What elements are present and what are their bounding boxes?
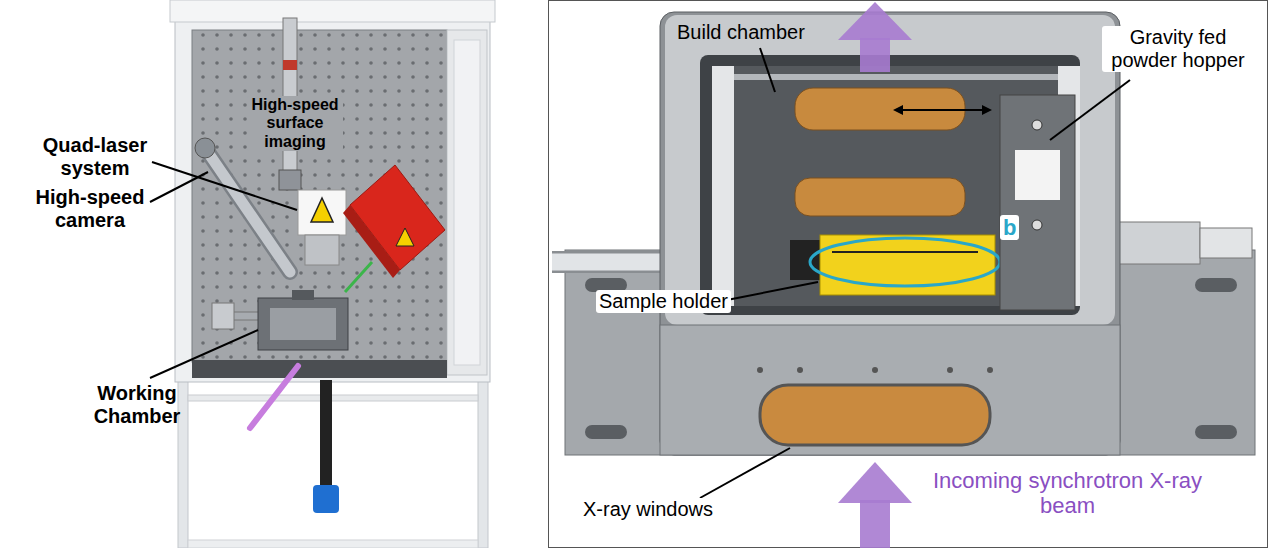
bottom-camera <box>313 380 339 513</box>
sample-holder <box>790 240 820 280</box>
callout-label: Working Chamber <box>72 382 202 428</box>
callout-label: Sample holder <box>596 290 731 313</box>
build-chamber-body <box>660 325 1120 455</box>
cabinet <box>447 30 487 375</box>
base-plate <box>585 425 627 439</box>
build-chamber-body <box>665 15 1115 325</box>
laser-head <box>345 262 372 292</box>
travel-arrow <box>893 105 992 115</box>
synchrotron-beam-arrow <box>860 500 890 548</box>
powder-hopper <box>1015 150 1060 200</box>
leader-line <box>727 282 818 300</box>
cabinet <box>170 0 495 22</box>
high-speed-camera <box>205 148 290 272</box>
rails <box>712 66 734 306</box>
build-chamber-body <box>660 12 1120 455</box>
quad-laser-box <box>298 190 346 235</box>
side-fitting <box>1200 228 1252 258</box>
panel-border <box>549 1 1268 548</box>
sample-holder <box>790 235 1000 295</box>
cabinet <box>175 8 490 382</box>
working-chamber <box>292 290 314 300</box>
travel-arrow <box>982 105 992 115</box>
high-speed-camera <box>195 138 290 272</box>
cabinet <box>454 40 480 365</box>
callout-label: Gravity fed powder hopper <box>1102 26 1254 72</box>
cabinet-stand <box>188 540 478 548</box>
surface-imaging-tube <box>279 170 301 190</box>
synchrotron-beam-arrow <box>860 38 890 72</box>
cabinet <box>170 0 495 382</box>
callout-label: X-ray windows <box>580 498 716 521</box>
laser-head <box>343 205 400 278</box>
synchrotron-beam-arrow <box>838 2 912 40</box>
quad-laser-box <box>298 190 346 265</box>
surface-imaging-tube <box>283 60 297 70</box>
powder-hopper <box>1000 95 1075 310</box>
callout-label: Build chamber <box>674 21 808 44</box>
bottom-camera <box>313 485 339 513</box>
side-fitting <box>1118 222 1200 264</box>
side-fitting <box>552 254 665 271</box>
x-ray-window <box>987 367 993 373</box>
leader-line <box>150 330 258 378</box>
laser-head <box>396 228 414 246</box>
callout-label: Quad-laser system <box>20 134 170 180</box>
rails <box>734 74 1058 80</box>
cabinet <box>192 360 447 378</box>
x-ray-window <box>947 367 953 373</box>
working-chamber <box>258 298 348 350</box>
leader-line <box>152 162 297 210</box>
leader-line <box>1050 80 1130 140</box>
travel-arrow <box>900 109 985 111</box>
leader-line <box>150 172 208 202</box>
sample-holder <box>832 251 978 253</box>
x-ray-window <box>872 367 878 373</box>
synchrotron-beam-arrow <box>838 462 912 503</box>
laser-head <box>350 165 445 270</box>
x-ray-beam <box>250 366 298 428</box>
powder-hopper <box>1032 120 1042 130</box>
base-plate <box>1195 425 1237 439</box>
working-chamber <box>270 308 336 340</box>
quad-laser-box <box>311 198 333 222</box>
x-ray-window <box>795 178 965 216</box>
base-plate <box>1195 278 1237 292</box>
build-chamber-body <box>700 55 1080 315</box>
sample-holder <box>810 238 1000 286</box>
synchrotron-beam-arrow <box>838 2 912 548</box>
side-fitting <box>552 251 665 273</box>
panel-letter: b <box>1000 215 1019 240</box>
bottom-camera <box>320 380 332 485</box>
beam-label: Incoming synchrotron X-ray beam <box>925 468 1210 519</box>
leader-line <box>700 448 790 498</box>
panel-border <box>549 1 1268 548</box>
x-ray-window <box>797 367 803 373</box>
cabinet <box>192 30 447 362</box>
working-chamber <box>212 303 234 329</box>
x-ray-beam <box>250 366 298 428</box>
cabinet-stand <box>178 378 188 548</box>
leader-line <box>700 48 1130 498</box>
cabinet-stand <box>178 378 488 548</box>
x-ray-window <box>760 385 990 445</box>
build-chamber-body <box>660 12 1120 455</box>
x-ray-window <box>757 367 763 373</box>
powder-hopper <box>1000 95 1075 310</box>
powder-hopper <box>1032 220 1042 230</box>
part-label: High-speed surface imaging <box>247 96 343 151</box>
quad-laser-box <box>305 235 339 265</box>
leader-line <box>760 48 775 92</box>
high-speed-camera <box>205 148 290 272</box>
cabinet-stand <box>478 378 488 548</box>
cabinet-stand <box>188 395 478 401</box>
high-speed-camera <box>195 138 215 158</box>
callout-label: High-speed camera <box>15 186 165 232</box>
leader-line <box>150 162 297 378</box>
travel-arrow <box>893 105 903 115</box>
laser-head <box>343 165 445 292</box>
